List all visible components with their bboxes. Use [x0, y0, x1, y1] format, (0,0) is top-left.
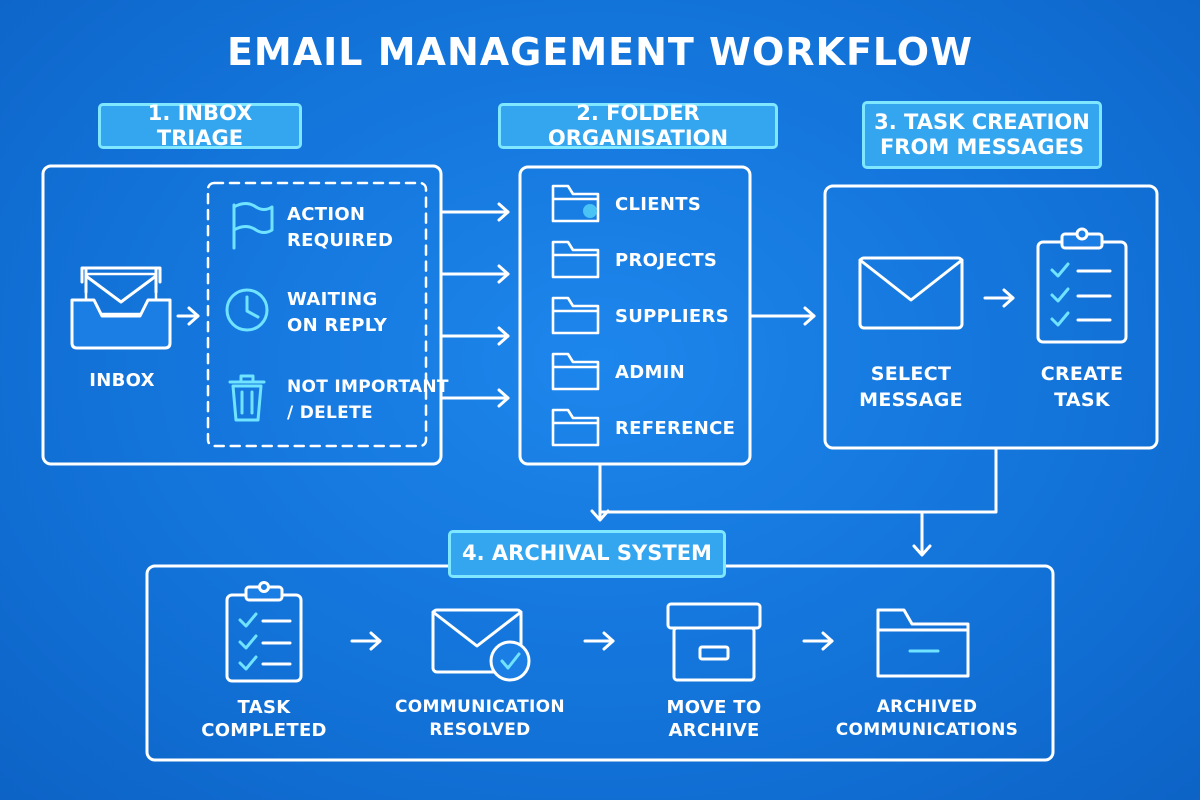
step-label-line1: CREATE	[1040, 363, 1124, 385]
archive-step-line2: ARCHIVE	[668, 720, 760, 741]
folder-icon	[876, 608, 970, 678]
archive-step-move-to-archive: MOVE TO ARCHIVE	[634, 696, 794, 742]
tasks-box	[823, 184, 1159, 450]
category-waiting-on-reply: WAITING ON REPLY	[287, 287, 387, 339]
archive-step-communication-resolved: COMMUNICATION RESOLVED	[392, 696, 568, 742]
archive-step-line2: COMMUNICATIONS	[835, 720, 1019, 740]
triage-categories-box	[206, 181, 428, 448]
inbox-tray-icon	[70, 266, 172, 350]
inbox-label: INBOX	[89, 370, 155, 391]
clipboard-check-icon	[225, 581, 303, 683]
step-label-line1: SELECT	[870, 363, 952, 385]
archive-step-line2: RESOLVED	[429, 720, 531, 740]
triage-badge: 1. INBOX TRIAGE	[98, 101, 302, 150]
archive-step-line1: TASK	[237, 697, 291, 718]
step-create-task: CREATE TASK	[1017, 361, 1147, 413]
folder-icon-clients	[551, 184, 600, 223]
folder-item-admin: ADMIN	[615, 362, 686, 383]
archive-step-archived-communications: ARCHIVED COMMUNICATIONS	[832, 696, 1022, 742]
envelope-check-icon	[431, 608, 531, 682]
archive-step-task-completed: TASK COMPLETED	[184, 696, 344, 742]
category-label-line2: ON REPLY	[287, 315, 388, 336]
tasks-badge-line2: FROM MESSAGES	[879, 135, 1085, 159]
archival-badge: 4. ARCHIVAL SYSTEM	[448, 530, 726, 578]
folder-icon-admin	[551, 352, 600, 391]
archive-step-line1: MOVE TO	[666, 697, 762, 718]
folder-item-suppliers: SUPPLIERS	[615, 306, 729, 327]
category-label-line1: ACTION	[287, 204, 366, 225]
archive-box-icon	[666, 602, 762, 682]
folder-icon-suppliers	[551, 296, 600, 335]
folders-badge: 2. FOLDER ORGANISATION	[498, 101, 778, 150]
archive-step-line1: ARCHIVED	[876, 697, 978, 717]
category-action-required: ACTION REQUIRED	[287, 202, 393, 254]
category-label-line1: WAITING	[287, 289, 378, 310]
category-not-important: NOT IMPORTANT / DELETE	[287, 374, 449, 426]
trash-icon	[228, 374, 266, 422]
folder-item-reference: REFERENCE	[615, 418, 736, 439]
step-label-line2: MESSAGE	[859, 389, 963, 411]
flag-icon	[232, 202, 274, 250]
category-label-line1: NOT IMPORTANT	[287, 377, 449, 397]
tasks-badge-line1: 3. TASK CREATION	[874, 109, 1090, 134]
envelope-icon	[858, 256, 964, 330]
triage-box	[41, 164, 443, 466]
archive-step-line2: COMPLETED	[201, 720, 327, 741]
step-select-message: SELECT MESSAGE	[846, 361, 976, 413]
archive-step-line1: COMMUNICATION	[395, 697, 565, 717]
clock-icon	[225, 288, 269, 332]
step-label-line2: TASK	[1054, 389, 1110, 411]
page-title: EMAIL MANAGEMENT WORKFLOW	[226, 30, 974, 74]
category-label-line2: / DELETE	[287, 403, 373, 423]
folder-item-clients: CLIENTS	[615, 194, 702, 215]
folder-icon-reference	[551, 408, 600, 447]
tasks-badge: 3. TASK CREATION FROM MESSAGES	[862, 101, 1102, 169]
clipboard-icon	[1036, 227, 1128, 344]
folder-icon-projects	[551, 240, 600, 279]
category-label-line2: REQUIRED	[287, 230, 394, 251]
folder-item-projects: PROJECTS	[615, 250, 718, 271]
